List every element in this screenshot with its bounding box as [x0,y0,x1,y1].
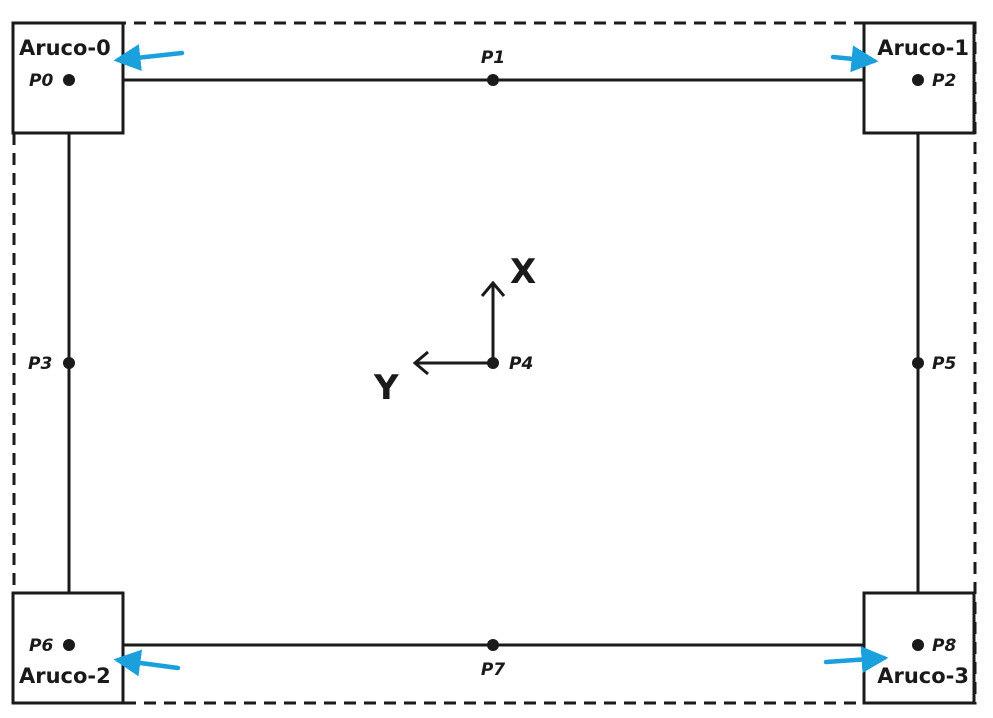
point-p3 [63,357,75,369]
point-p5 [912,357,924,369]
point-p1 [487,74,499,86]
aruco-3-arrow [823,646,889,674]
point-p0-label: P0 [29,71,53,91]
point-p1-label: P1 [481,48,505,68]
point-p5-label: P5 [932,354,956,374]
point-p7 [487,639,499,651]
point-p8-label: P8 [932,636,956,656]
aruco-2-label: Aruco-2 [19,664,111,688]
point-p3-label: P3 [28,354,52,374]
outer-boundary [12,21,977,705]
point-p6-label: P6 [29,636,53,656]
point-p2-label: P2 [932,71,956,91]
aruco-1-arrow [830,45,879,73]
point-p6 [63,639,75,651]
aruco-3-label: Aruco-3 [877,664,969,688]
point-p7-label: P7 [481,660,505,680]
y-axis-arrowhead [412,350,429,376]
point-p2 [912,74,924,86]
y-axis-label: Y [373,368,399,408]
aruco-1-label: Aruco-1 [877,36,969,60]
aruco-2-arrow [113,649,181,677]
aruco-0-label: Aruco-0 [19,36,111,60]
x-axis-arrowhead [480,280,506,297]
point-p0 [63,74,75,86]
point-p4-label: P4 [509,354,533,374]
aruco-0-arrow [113,44,185,71]
point-p8 [912,639,924,651]
x-axis-label: X [510,252,536,292]
